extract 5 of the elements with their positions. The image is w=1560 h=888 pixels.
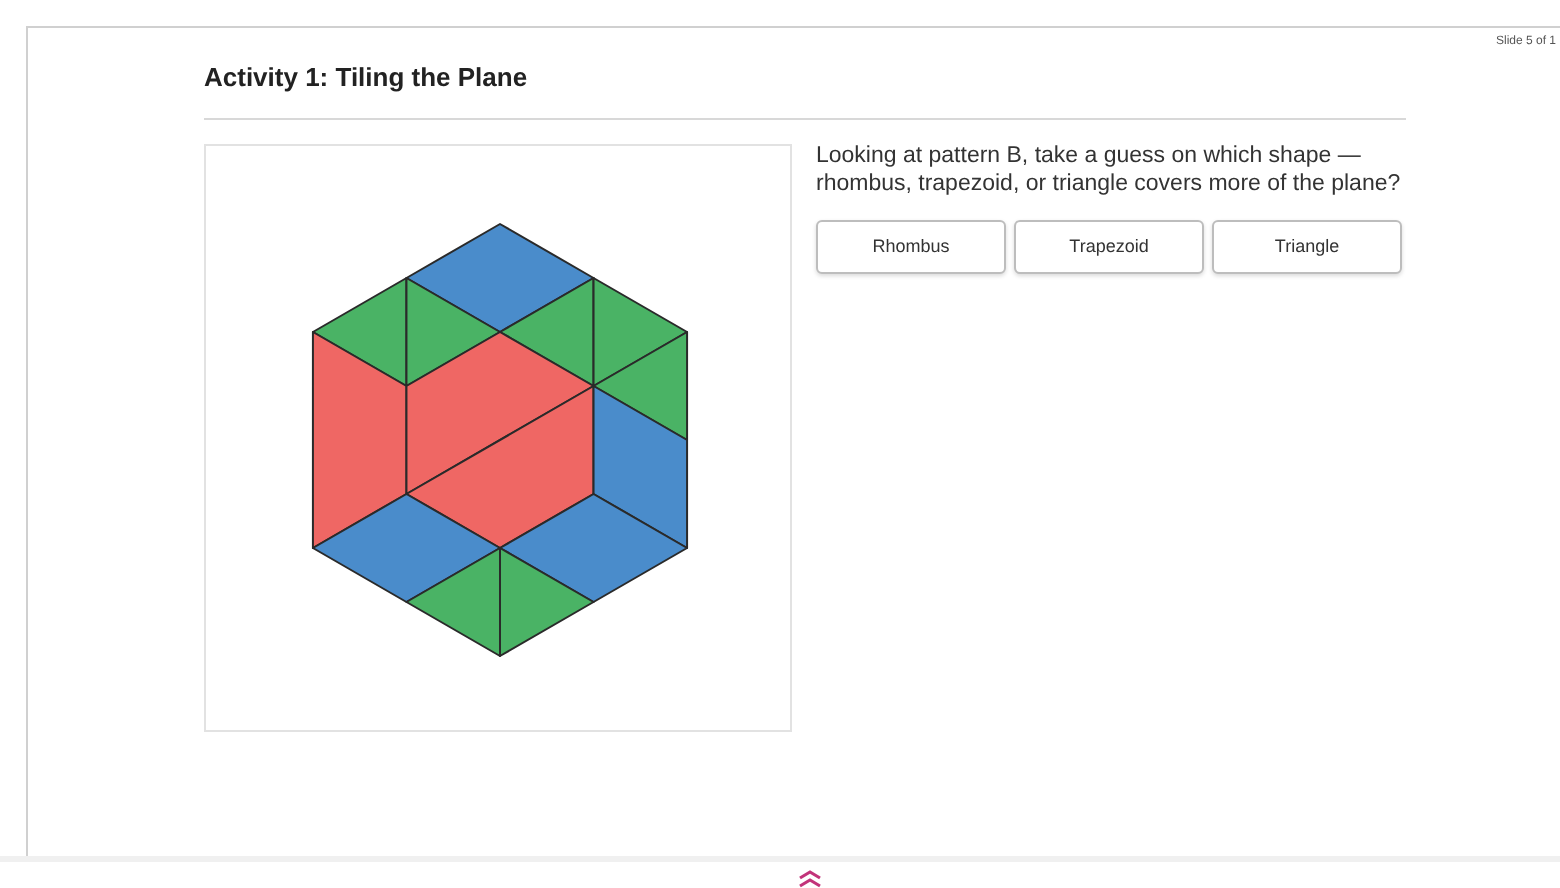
answer-button: Triangle — [1212, 220, 1402, 274]
answer-button: Rhombus — [816, 220, 1006, 274]
question-text: Looking at pattern B, take a guess on which shape — rhombus, trapezoid, or triangle covers more of the plane? — [816, 142, 1403, 198]
answer-button: Trapezoid — [1014, 220, 1204, 274]
activity-heading: Activity 1: Tiling the Plane — [204, 60, 528, 96]
